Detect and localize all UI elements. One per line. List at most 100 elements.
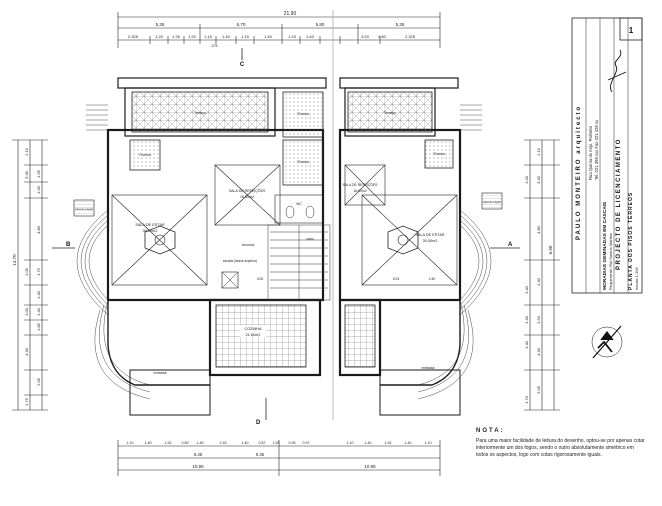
wc-room (274, 194, 324, 224)
label-entrada-right: entrada (422, 366, 436, 370)
bottom-dim-3: 1.52 (165, 441, 172, 445)
staircase (267, 224, 331, 301)
left-dim-7: 1.75 (36, 267, 41, 276)
planter-3 (129, 139, 161, 171)
bottom-dim-2: 1.40 (145, 441, 152, 445)
top-dim-4: 5.35 (396, 22, 405, 27)
top-dim-r2-4: 1.20 (188, 34, 197, 39)
label-floreira-4: Floreira (433, 152, 444, 156)
right-dim-3: 1.00 (524, 175, 529, 184)
service-box (221, 271, 239, 289)
right-dim-5: 4.80 (536, 225, 541, 234)
bottom-dim-4: 0.80 (182, 441, 189, 445)
bottom-dim-13: 1.40 (365, 441, 372, 445)
bottom-total-left: 10.95 (192, 464, 204, 469)
label-dining-right: SALA DE REFEIÇÕES (343, 182, 378, 187)
sheet-number: 1 (629, 26, 634, 35)
top-dim-r2-8: 1.40 (264, 34, 273, 39)
label-living-left: SALA DE ESTAR (135, 223, 165, 227)
bottom-dim-12: 1.10 (347, 441, 354, 445)
label-escada: escada (desce superior) (223, 259, 257, 263)
bottom-dim-9: 1.20 (273, 441, 280, 445)
top-dim-r2-3: 1.35 (172, 34, 181, 39)
left-dim-1: 1.15 (24, 147, 29, 156)
right-total-dim: 6.90 (548, 245, 553, 254)
right-dim-7: 1.40 (524, 315, 529, 324)
left-dim-11: 1.85 (36, 322, 41, 331)
exterior-steps-left (76, 209, 151, 400)
exterior-steps-right (417, 209, 492, 400)
top-dim-r2-6: 1.40 (222, 34, 231, 39)
north-arrow-icon (591, 325, 623, 359)
top-dim-small-2: 4.80 (378, 34, 387, 39)
planter-4 (424, 139, 454, 169)
bottom-dim-11: 0.97 (303, 441, 310, 445)
terrace-right (347, 91, 433, 133)
dining-room-right (344, 164, 386, 206)
bottom-dim-1: 1.10 (127, 441, 134, 445)
top-dim-r2-9: 1.15 (288, 34, 297, 39)
top-dim-r2-1: 2.325 (128, 34, 139, 39)
left-dim-2: 3.45 (24, 170, 29, 179)
ref-240: 2.40 (429, 277, 436, 281)
address-line-1: Rua Quinta do Anjo, Palmela (588, 126, 593, 180)
living-room-right (361, 194, 458, 286)
top-dim-r2-5: 1.15 (204, 34, 213, 39)
title-block (571, 17, 643, 294)
planter-1 (282, 91, 324, 138)
label-entrada-left: entrada (154, 371, 168, 375)
label-terraco-left: Terraço (194, 111, 206, 115)
top-dim-r2-11: 2.325 (405, 34, 416, 39)
left-dim-6: 1.05 (24, 267, 29, 276)
bottom-total-right: 10.95 (364, 464, 376, 469)
left-total-dim: 14.70 (12, 254, 17, 266)
requerente: Requerente: Rui Santos Martins (608, 233, 613, 290)
bottom-dimension-lines (117, 440, 441, 476)
left-dim-9: 1.40 (36, 307, 41, 316)
sheet-scale: escala 1:100 (634, 267, 639, 290)
right-dim-8: 1.53 (536, 315, 541, 324)
sewer-box-left (73, 199, 95, 217)
label-dining-left: SALA DE REFEIÇÕES (229, 188, 266, 193)
label-floreira-1: Floreira (297, 112, 308, 116)
architect-name: PAULO MONTEIRO arquitecto (576, 105, 582, 240)
signature-icon (607, 49, 627, 93)
top-dim-r2-10: 1.40 (306, 34, 315, 39)
bottom-dim-7: 1.40 (242, 441, 249, 445)
area-living-left: 30,00m2 (143, 229, 158, 233)
top-dim-1: 5.35 (156, 22, 165, 27)
top-dim-r2-2: 1.20 (155, 34, 164, 39)
label-kitchen: COZINHA (244, 327, 262, 331)
planter-2 (282, 139, 324, 186)
label-living-right: SALA DE ESTAR (415, 233, 445, 237)
label-floreira-3: Floreira (139, 153, 150, 157)
ref-300: 3.00 (257, 277, 264, 281)
left-dimension-lines (12, 139, 48, 411)
right-dimension-lines (524, 139, 560, 411)
top-dim-small-3: .275 (211, 44, 218, 48)
living-room-left (111, 194, 208, 286)
project-type: MORADIAS GEMINADAS EM CASCAIS (602, 201, 608, 290)
area-dining-right: 16,00m2 (353, 189, 366, 193)
bottom-dim-15: 1.40 (405, 441, 412, 445)
bottom-dim-8: 0.87 (259, 441, 266, 445)
exterior-steps-top-right (460, 104, 482, 131)
sewer-box-right (481, 192, 503, 210)
note-heading: NOTA: (476, 428, 505, 434)
top-total-dim: 21.90 (284, 11, 297, 17)
right-dim-9: 1.40 (524, 340, 529, 349)
section-mark-a: A (508, 242, 513, 248)
exterior-steps-top-left (86, 104, 108, 131)
left-dim-13: 2.05 (36, 377, 41, 386)
terrace-left (131, 91, 269, 133)
section-mark-b: B (66, 242, 71, 248)
bottom-dim-16: 1.10 (425, 441, 432, 445)
sheet-title: PLANTA DOS PISOS TÉRREOS (626, 192, 634, 290)
address-line-2: Tel. 021 399 xxx Fax 021 428 xx (594, 119, 599, 180)
bottom-dim-5: 1.45 (197, 441, 204, 445)
left-dim-10: 1.00 (24, 307, 29, 316)
bottom-dim-r2-2: 5.35 (256, 452, 265, 457)
bottom-dim-r2-1: 5.35 (194, 452, 203, 457)
right-dim-4: 1.40 (524, 285, 529, 294)
